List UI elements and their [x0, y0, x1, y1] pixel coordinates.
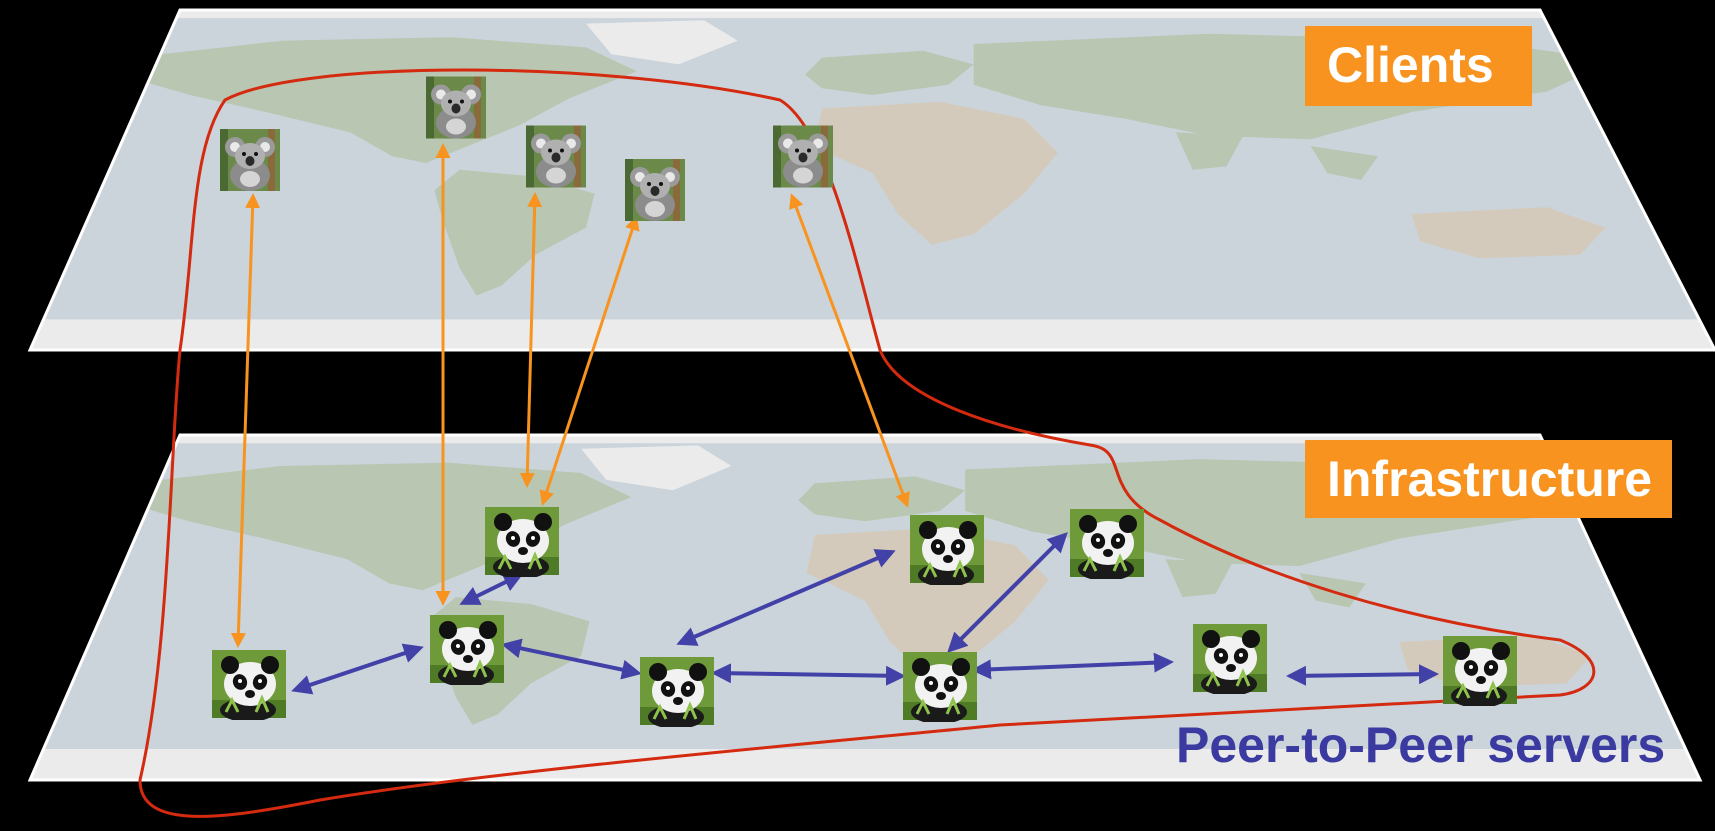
clients-plane-edge	[27, 8, 1715, 352]
clients-label: Clients	[1305, 26, 1532, 106]
panda-icon	[1443, 634, 1517, 706]
server-server-links	[291, 532, 1439, 695]
koala-icon	[526, 125, 586, 188]
server-link-1	[291, 643, 424, 695]
client-link-1	[230, 193, 261, 648]
server-link-8	[1286, 664, 1439, 686]
panda-icon	[640, 655, 714, 727]
client-link-5	[789, 193, 910, 508]
panda-icon	[1070, 507, 1144, 579]
infrastructure-label: Infrastructure	[1305, 440, 1673, 518]
panda-icon	[910, 513, 984, 585]
infrastructure-plane-edge	[27, 433, 1703, 782]
client-link-4	[539, 215, 640, 506]
panda-icon	[903, 650, 977, 722]
client-server-links	[230, 143, 910, 648]
panda-icon	[430, 613, 504, 685]
server-link-6	[947, 532, 1068, 653]
server-link-5	[711, 663, 906, 686]
server-link-7	[971, 652, 1174, 680]
koala-icon	[426, 76, 486, 139]
panda-icon	[1193, 622, 1267, 694]
panda-icon	[485, 505, 559, 577]
p2p-servers-label: Peer-to-Peer servers	[1176, 717, 1666, 773]
koala-icon	[773, 125, 833, 188]
server-link-3	[501, 638, 642, 680]
server-link-4	[676, 549, 896, 646]
koala-icon	[220, 129, 280, 191]
client-link-3	[519, 192, 543, 488]
panda-icon	[212, 648, 286, 720]
server-link-2	[459, 573, 524, 605]
koala-icon	[625, 159, 685, 221]
